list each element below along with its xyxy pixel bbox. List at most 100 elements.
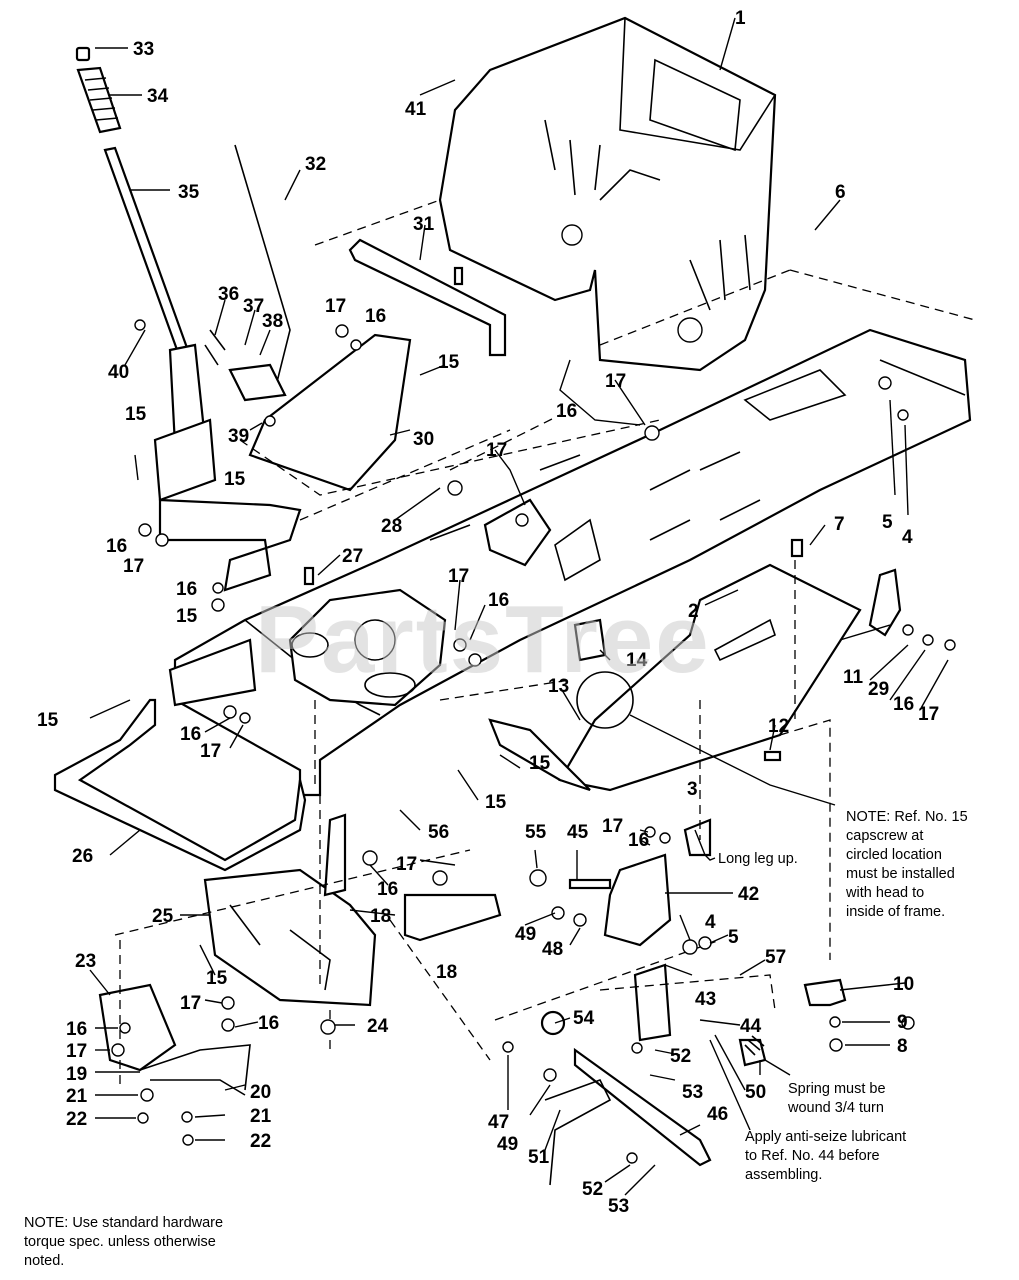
callout-49a: 49 [515,924,536,945]
callout-52a: 52 [670,1046,691,1067]
torque-note: NOTE: Use standard hardware torque spec.… [24,1215,224,1269]
callout-39: 39 [228,426,249,447]
bracket-11 [868,568,902,637]
callout-55: 55 [525,822,547,843]
capscrew-note: NOTE: Ref. No. 15 capscrew at circled lo… [846,809,968,920]
callout-21b: 21 [250,1106,272,1127]
callout-22a: 22 [66,1109,87,1130]
callout-50: 50 [745,1082,766,1103]
callout-52b: 52 [582,1179,603,1200]
callout-27: 27 [342,546,363,567]
callout-17i: 17 [396,854,417,875]
callout-16j: 16 [66,1019,87,1040]
callout-10: 10 [893,974,914,995]
callout-3: 3 [687,779,698,800]
callout-15e: 15 [37,710,59,731]
callout-33: 33 [133,39,154,60]
callout-19: 19 [66,1064,87,1085]
front-axle [53,698,307,872]
callout-15b: 15 [125,404,147,425]
callout-41: 41 [405,99,427,120]
bracket-10 [803,978,847,1007]
leader-lines [89,17,949,1196]
callout-17b: 17 [605,371,626,392]
callout-17g: 17 [200,741,221,762]
callout-34: 34 [147,86,169,107]
callout-17k: 17 [66,1041,87,1062]
callout-18a: 18 [370,906,391,927]
lever-assembly [75,46,302,592]
callout-15d: 15 [176,606,198,627]
callout-51: 51 [528,1147,550,1168]
callout-20: 20 [250,1082,271,1103]
callout-16a: 16 [365,306,386,327]
callout-15a: 15 [438,352,460,373]
callout-5a: 5 [882,512,893,533]
long-leg-note: Long leg up. [718,851,798,867]
callout-46: 46 [707,1104,728,1125]
callout-23: 23 [75,951,96,972]
callout-4a: 4 [902,527,913,548]
bracket-18b [403,893,502,942]
callout-1: 1 [735,8,746,29]
foot-platform [488,563,862,792]
callout-38: 38 [262,311,283,332]
callout-53b: 53 [608,1196,629,1217]
callout-12: 12 [768,716,789,737]
bracket-18a [323,813,347,897]
callout-22b: 22 [250,1131,271,1152]
callout-15g: 15 [529,753,551,774]
callout-16e: 16 [488,590,509,611]
callout-43: 43 [695,989,716,1010]
callout-16d: 16 [176,579,197,600]
callout-48: 48 [542,939,563,960]
callout-40: 40 [108,362,129,383]
callout-16b: 16 [556,401,577,422]
rear-brace [348,238,507,357]
callout-17d: 17 [123,556,144,577]
callout-15f: 15 [485,792,507,813]
callout-16i: 16 [377,879,398,900]
callout-numbers: 1 33 34 41 35 32 6 31 36 37 38 17 16 40 … [37,8,939,1217]
bumper-bracket [203,868,377,1007]
callout-17h: 17 [602,816,623,837]
callout-28: 28 [381,516,402,537]
callout-36: 36 [218,284,239,305]
callout-54: 54 [573,1008,595,1029]
watermark: PartsTree [255,586,711,693]
callout-2: 2 [688,601,699,622]
callout-17c: 17 [486,440,507,461]
floor-plate [248,333,412,492]
callout-8: 8 [897,1036,908,1057]
main-frame [173,328,972,797]
callout-26: 26 [72,846,93,867]
callout-37: 37 [243,296,264,317]
callout-45: 45 [567,822,589,843]
callout-29: 29 [868,679,889,700]
callout-47: 47 [488,1112,509,1133]
callout-11: 11 [843,667,864,688]
callout-57: 57 [765,947,786,968]
lift-bracket [544,853,767,1186]
callout-18b: 18 [436,962,457,983]
callout-16h: 16 [628,830,649,851]
callout-13: 13 [548,676,569,697]
callout-24: 24 [367,1016,389,1037]
callout-7: 7 [834,514,845,535]
callout-16c: 16 [106,536,127,557]
callout-42: 42 [738,884,759,905]
callout-31: 31 [413,214,435,235]
callout-14: 14 [626,650,648,671]
hardware [111,266,956,1164]
callout-16f: 16 [893,694,914,715]
callout-56: 56 [428,822,449,843]
callout-5b: 5 [728,927,739,948]
callout-35: 35 [178,182,200,203]
callout-9: 9 [897,1012,908,1033]
callout-15h: 15 [206,968,228,989]
callout-16g: 16 [180,724,201,745]
callout-17e: 17 [448,566,469,587]
callout-32: 32 [305,154,326,175]
callout-4b: 4 [705,912,716,933]
